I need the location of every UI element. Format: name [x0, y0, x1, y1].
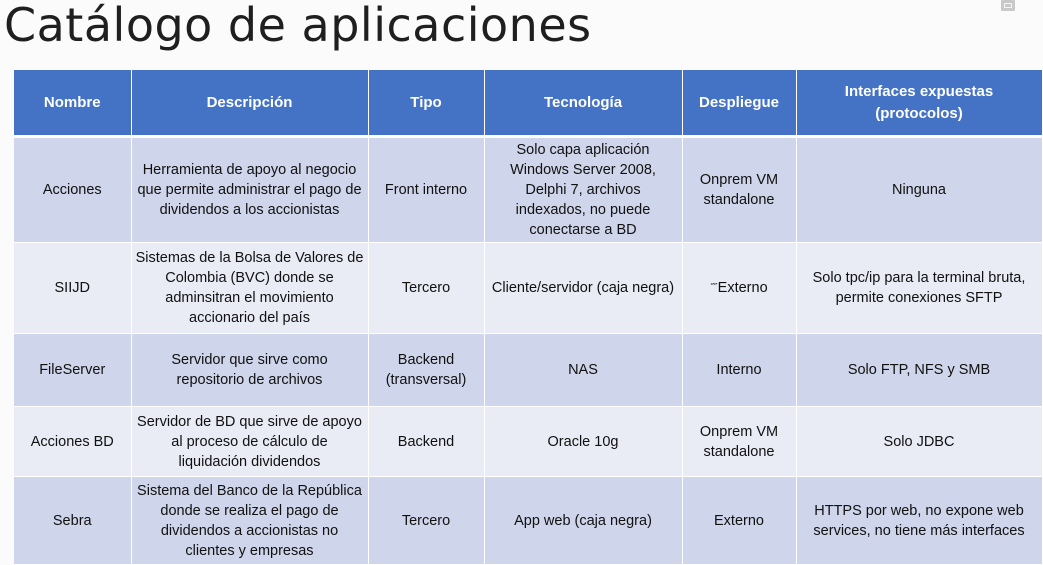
table-row: Sebra Sistema del Banco de la República … [14, 476, 1043, 565]
cell-despliegue: Interno [682, 333, 797, 407]
fullscreen-icon[interactable] [1001, 0, 1015, 11]
cursor-icon: ⁗ [710, 282, 718, 294]
cell-descripcion: Sistemas de la Bolsa de Valores de Colom… [131, 242, 369, 334]
cell-tecnologia: Oracle 10g [484, 406, 683, 477]
header-descripcion: Descripción [131, 70, 369, 138]
header-tipo: Tipo [368, 70, 485, 138]
table-row: SIIJD Sistemas de la Bolsa de Valores de… [14, 242, 1043, 334]
table-row: FileServer Servidor que sirve como repos… [14, 333, 1043, 407]
cell-interfaces: HTTPS por web, no expone web services, n… [796, 476, 1043, 565]
cell-despliegue: Onprem VM standalone [682, 136, 797, 243]
cell-tecnologia: Cliente/servidor (caja negra) [484, 242, 683, 334]
cell-interfaces: Ninguna [796, 136, 1043, 243]
cell-tipo: Backend [368, 406, 485, 477]
cell-interfaces: Solo JDBC [796, 406, 1043, 477]
table-header-row: Nombre Descripción Tipo Tecnología Despl… [14, 70, 1043, 138]
cell-tipo: Backend (transversal) [368, 333, 485, 407]
header-interfaces: Interfaces expuestas (protocolos) [796, 70, 1043, 138]
table-row: Acciones BD Servidor de BD que sirve de … [14, 406, 1043, 477]
cell-tipo: Front interno [368, 136, 485, 243]
cell-nombre: FileServer [14, 333, 132, 407]
cell-nombre: Acciones BD [14, 406, 132, 477]
cell-interfaces: Solo FTP, NFS y SMB [796, 333, 1043, 407]
cell-descripcion: Herramienta de apoyo al negocio que perm… [131, 136, 369, 243]
cell-despliegue-text: Externo [717, 280, 768, 296]
header-despliegue: Despliegue [682, 70, 797, 138]
header-nombre: Nombre [14, 70, 132, 138]
cell-descripcion: Sistema del Banco de la República donde … [131, 476, 369, 565]
cell-nombre: SIIJD [14, 242, 132, 334]
cell-tipo: Tercero [368, 476, 485, 565]
table-row: Acciones Herramienta de apoyo al negocio… [14, 136, 1043, 243]
cell-interfaces: Solo tpc/ip para la terminal bruta, perm… [796, 242, 1043, 334]
cell-nombre: Acciones [14, 136, 132, 243]
cell-despliegue: Externo [682, 476, 797, 565]
cell-despliegue: Onprem VM standalone [682, 406, 797, 477]
header-tecnologia: Tecnología [484, 70, 683, 138]
cell-tecnologia: NAS [484, 333, 683, 407]
cell-descripcion: Servidor de BD que sirve de apoyo al pro… [131, 406, 369, 477]
slide-title: Catálogo de aplicaciones [4, 0, 592, 52]
application-catalog-table: Nombre Descripción Tipo Tecnología Despl… [14, 70, 1043, 565]
cell-descripcion: Servidor que sirve como repositorio de a… [131, 333, 369, 407]
cell-tipo: Tercero [368, 242, 485, 334]
cell-tecnologia: Solo capa aplicación Windows Server 2008… [484, 136, 683, 243]
cell-nombre: Sebra [14, 476, 132, 565]
cell-tecnologia: App web (caja negra) [484, 476, 683, 565]
cell-despliegue: ⁗Externo [682, 242, 797, 334]
